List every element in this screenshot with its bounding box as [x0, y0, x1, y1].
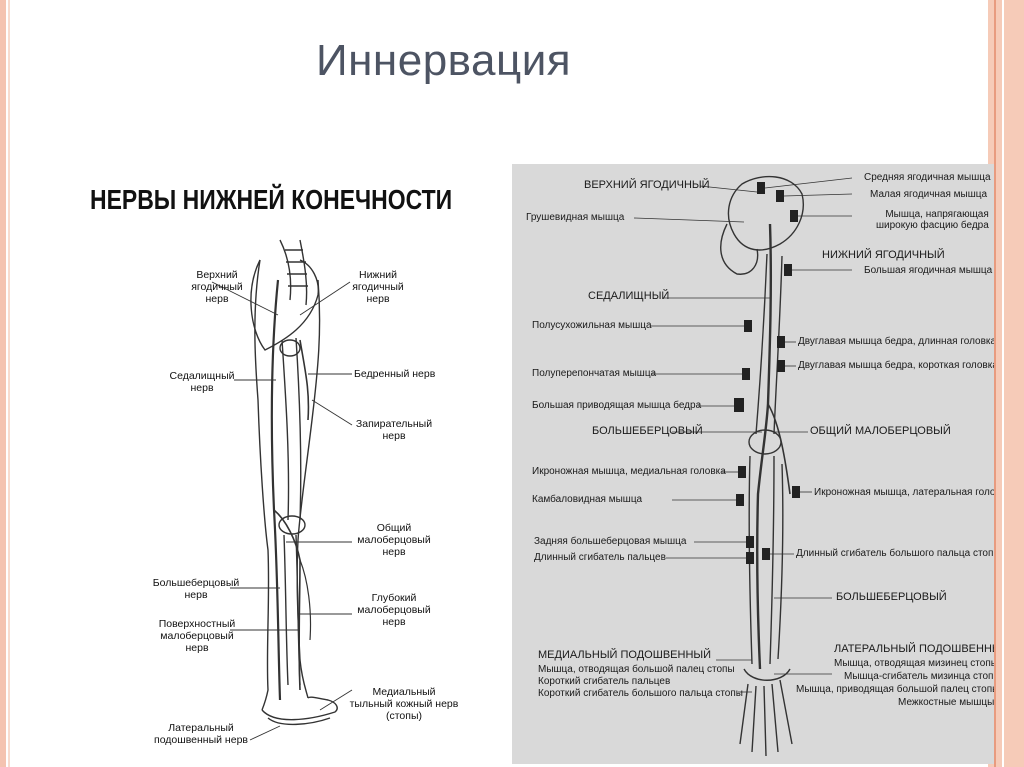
label-obturator-nerve: Запирательный нерв — [354, 418, 434, 442]
label-medial-dorsal-cutaneous-nerve: Медиальный тыльный кожный нерв (стопы) — [344, 686, 464, 722]
label-lateral-plantar: ЛАТЕРАЛЬНЫЙ ПОДОШВЕННЫЙ — [834, 644, 994, 655]
label-flexor-digitorum-longus: Длинный сгибатель пальцев — [534, 552, 666, 563]
label-gluteus-maximus: Большая ягодичная мышца — [864, 265, 992, 276]
label-superior-gluteal-nerve: Верхний ягодичный нерв — [182, 269, 252, 305]
label-tibial-nerve: Большеберцовый нерв — [152, 577, 240, 601]
label-interossei: Межкостные мышцы — [898, 697, 994, 708]
label-lateral-plantar-nerve: Латеральный подошвенный нерв — [146, 722, 256, 746]
label-gastrocnemius-lateral: Икроножная мышца, латеральная головка — [814, 487, 994, 498]
label-superficial-peroneal-nerve: Поверхностный малоберцовый нерв — [154, 618, 240, 654]
label-gastrocnemius-medial: Икроножная мышца, медиальная головка — [532, 466, 726, 477]
label-sciatic: СЕДАЛИЩНЫЙ — [588, 291, 669, 302]
label-deep-peroneal-nerve: Глубокий малоберцовый нерв — [354, 592, 434, 628]
label-inferior-gluteal: НИЖНИЙ ЯГОДИЧНЫЙ — [822, 250, 945, 261]
left-nerve-diagram: Верхний ягодичный нерв Нижний ягодичный … — [140, 220, 500, 760]
left-figure-title: НЕРВЫ НИЖНЕЙ КОНЕЧНОСТИ — [90, 184, 452, 216]
label-flexor-hallucis-longus: Длинный сгибатель большого пальца стопы — [796, 548, 994, 559]
label-flexor-digiti-minimi: Мышца-сгибатель мизинца стопы — [844, 671, 994, 682]
label-adductor-magnus: Большая приводящая мышца бедра — [532, 400, 701, 411]
label-biceps-long-head: Двуглавая мышца бедра, длинная головка — [798, 336, 994, 347]
label-tibial: БОЛЬШЕБЕРЦОВЫЙ — [592, 426, 703, 437]
label-semitendinosus: Полусухожильная мышца — [532, 320, 652, 331]
slide-title: Иннервация — [316, 36, 571, 86]
label-medial-plantar: МЕДИАЛЬНЫЙ ПОДОШВЕННЫЙ — [538, 650, 711, 661]
label-semimembranosus: Полуперепончатая мышца — [532, 368, 656, 379]
label-biceps-short-head: Двуглавая мышца бедра, короткая головка — [798, 360, 994, 371]
label-tibialis-posterior: Задняя большеберцовая мышца — [534, 536, 686, 547]
label-piriformis: Грушевидная мышца — [526, 212, 624, 223]
label-flexor-hallucis-brevis: Короткий сгибатель большого пальца стопы — [538, 688, 743, 699]
label-adductor-hallucis: Мышца, приводящая большой палец стопы — [796, 684, 994, 695]
label-tensor-fasciae-latae: Мышца, напрягающая широкую фасцию бедра — [876, 209, 989, 231]
label-abductor-digiti-minimi: Мышца, отводящая мизинец стопы — [834, 658, 994, 669]
label-inferior-gluteal-nerve: Нижний ягодичный нерв — [350, 269, 406, 305]
label-common-peroneal-nerve: Общий малоберцовый нерв — [354, 522, 434, 558]
label-flexor-digitorum-brevis: Короткий сгибатель пальцев — [538, 676, 670, 687]
label-abductor-hallucis: Мышца, отводящая большой палец стопы — [538, 664, 735, 675]
slide-border-right-line — [994, 0, 996, 767]
label-gluteus-medius: Средняя ягодичная мышца — [864, 172, 991, 183]
slide-border-right-line-2 — [1002, 0, 1004, 767]
label-soleus: Камбаловидная мышца — [532, 494, 642, 505]
label-superior-gluteal: ВЕРХНИЙ ЯГОДИЧНЫЙ — [584, 180, 710, 191]
label-tibial-2: БОЛЬШЕБЕРЦОВЫЙ — [836, 592, 947, 603]
slide-border-left-line — [8, 0, 10, 767]
right-nerve-muscle-diagram: ВЕРХНИЙ ЯГОДИЧНЫЙ Грушевидная мышца СЕДА… — [512, 164, 994, 764]
label-common-peroneal: ОБЩИЙ МАЛОБЕРЦОВЫЙ — [810, 426, 951, 437]
label-femoral-nerve: Бедренный нерв — [354, 368, 444, 380]
slide-border-left — [0, 0, 6, 767]
label-sciatic-nerve: Седалищный нерв — [164, 370, 240, 394]
label-gluteus-minimus: Малая ягодичная мышца — [870, 189, 987, 200]
